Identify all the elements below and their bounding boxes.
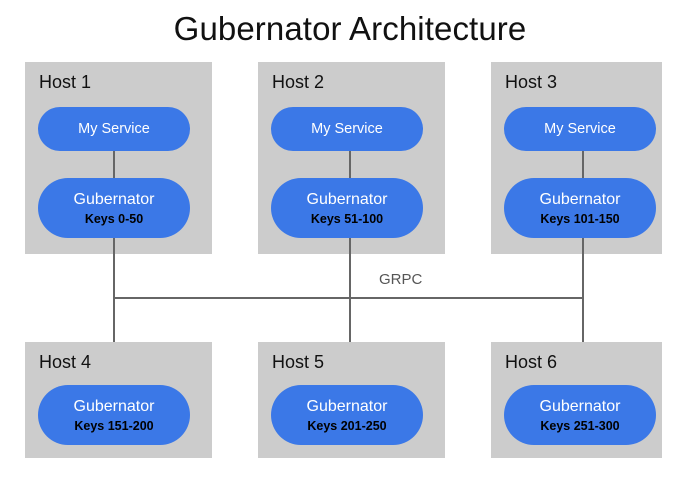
host-label-5: Host 5 — [272, 352, 325, 372]
service-pill-1[interactable]: My Service — [38, 107, 190, 151]
gubernator-pill-6[interactable]: Gubernator Keys 251-300 — [504, 385, 656, 445]
gubernator-pill-1[interactable]: Gubernator Keys 0-50 — [38, 178, 190, 238]
host-panel-5: Host 5 Gubernator Keys 201-250 — [258, 342, 445, 458]
gubernator-pill-title-5: Gubernator — [306, 397, 388, 415]
service-pill-title-3: My Service — [544, 120, 616, 137]
gubernator-pill-title-3: Gubernator — [539, 190, 621, 208]
gubernator-pill-keys-3: Keys 101-150 — [540, 211, 620, 226]
gubernator-pill-keys-2: Keys 51-100 — [310, 211, 384, 226]
host-label-1: Host 1 — [39, 72, 92, 92]
gubernator-pill-title-1: Gubernator — [73, 190, 155, 208]
gubernator-pill-5[interactable]: Gubernator Keys 201-250 — [271, 385, 423, 445]
host-panel-2: Host 2 My Service Gubernator Keys 51-100 — [258, 62, 445, 254]
connector-service-gubernator-2 — [349, 151, 351, 178]
host-label-2: Host 2 — [272, 72, 325, 92]
grpc-bus-label: GRPC — [379, 271, 423, 288]
page-title: Gubernator Architecture — [173, 10, 527, 47]
host-panel-4: Host 4 Gubernator Keys 151-200 — [25, 342, 212, 458]
host-panel-6: Host 6 Gubernator Keys 251-300 — [491, 342, 662, 458]
gubernator-pill-4[interactable]: Gubernator Keys 151-200 — [38, 385, 190, 445]
connector-grpc-host-1 — [113, 238, 115, 348]
host-label-3: Host 3 — [505, 72, 558, 92]
connector-service-gubernator-1 — [113, 151, 115, 178]
service-pill-2[interactable]: My Service — [271, 107, 423, 151]
connector-service-gubernator-3 — [582, 151, 584, 178]
service-pill-title-1: My Service — [78, 120, 150, 137]
gubernator-pill-keys-5: Keys 201-250 — [307, 418, 387, 433]
grpc-bus-line — [113, 297, 584, 299]
gubernator-pill-keys-4: Keys 151-200 — [74, 418, 154, 433]
gubernator-pill-2[interactable]: Gubernator Keys 51-100 — [271, 178, 423, 238]
service-pill-title-2: My Service — [311, 120, 383, 137]
gubernator-pill-title-6: Gubernator — [539, 397, 621, 415]
gubernator-pill-keys-6: Keys 251-300 — [540, 418, 620, 433]
connector-grpc-host-3 — [582, 238, 584, 386]
gubernator-pill-3[interactable]: Gubernator Keys 101-150 — [504, 178, 656, 238]
connector-grpc-host-2 — [349, 238, 351, 386]
gubernator-pill-title-4: Gubernator — [73, 397, 155, 415]
host-label-6: Host 6 — [505, 352, 558, 372]
host-panel-3: Host 3 My Service Gubernator Keys 101-15… — [491, 62, 662, 254]
host-label-4: Host 4 — [39, 352, 92, 372]
gubernator-pill-keys-1: Keys 0-50 — [84, 211, 144, 226]
gubernator-pill-title-2: Gubernator — [306, 190, 388, 208]
host-panel-1: Host 1 My Service Gubernator Keys 0-50 — [25, 62, 212, 254]
service-pill-3[interactable]: My Service — [504, 107, 656, 151]
